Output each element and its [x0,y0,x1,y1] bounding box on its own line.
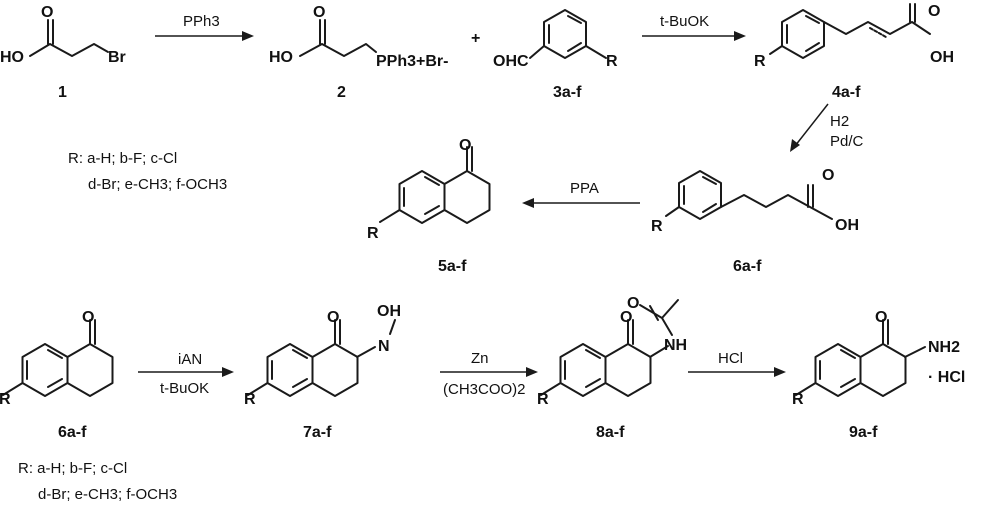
compound-label-6a-f: 5a-f [438,258,467,275]
atom-o: O [459,137,471,154]
atom-ho: HO [0,49,24,66]
atom-r: R [367,225,379,242]
atom-o: O [822,167,834,184]
compound-8-structure: O O NH R [537,295,687,408]
reagent-ian: iAN [178,351,202,368]
reagent-tbuok-2: t-BuOK [160,380,209,397]
atom-nh2: NH2 [928,339,960,356]
compound-label-7a-f: 7a-f [303,424,332,441]
reaction-arrow-5: iAN t-BuOK [138,351,234,397]
compound-label-8a-f: 8a-f [596,424,625,441]
atom-pph3br: PPh3+Br- [376,53,448,70]
atom-br: Br [108,49,126,66]
reagent-h2: H2 [830,113,849,130]
atom-r: R [537,391,549,408]
compound-3-structure: OHC R [493,9,618,70]
compound-9-structure: O NH2 · HCl R [792,309,965,408]
hcl-salt: · HCl [928,369,965,386]
substituent-note-line2-bottom: d-Br; e-CH3; f-OCH3 [38,486,177,503]
atom-o: O [327,309,339,326]
atom-r: R [792,391,804,408]
atom-o: O [620,309,632,326]
substituent-note-line1: R: a-H; b-F; c-Cl [68,150,177,167]
reagent-tbuok: t-BuOK [660,13,709,30]
atom-oh: OH [377,303,401,320]
compound-1-structure: O HO Br [0,4,126,66]
atom-o: O [313,4,325,21]
reaction-arrow-6: Zn (CH3COO)2 [440,350,538,398]
atom-ho: HO [269,49,293,66]
compound-label-9a-f: 9a-f [849,424,878,441]
compound-6-structure: O R [367,137,491,242]
reaction-arrow-1: PPh3 [155,13,254,41]
compound-2-structure: O HO PPh3+Br- [269,4,448,70]
reagent-pph3: PPh3 [183,13,220,30]
reaction-arrow-7: HCl [688,350,786,377]
compound-5-structure: O OH R [651,167,859,235]
atom-n: N [378,338,390,355]
atom-oh: OH [930,49,954,66]
atom-o: O [41,4,53,21]
substituent-note-line1-bottom: R: a-H; b-F; c-Cl [18,460,127,477]
atom-nh: NH [664,337,687,354]
plus-sign: + [471,30,480,47]
atom-r: R [651,218,663,235]
reaction-arrow-2: t-BuOK [642,13,746,41]
compound-label-5a-f: 6a-f [733,258,762,275]
reagent-ppa: PPA [570,180,599,197]
reagent-pdc: Pd/C [830,133,864,150]
atom-o: O [928,3,940,20]
atom-oh: OH [835,217,859,234]
compound-label-3a-f: 3a-f [553,84,582,101]
substituent-note-line2: d-Br; e-CH3; f-OCH3 [88,176,227,193]
compound-label-1: 1 [58,84,67,101]
atom-r: R [606,53,618,70]
atom-ohc: OHC [493,53,529,70]
compound-7-structure: O N OH R [244,303,401,408]
compound-4-structure: O OH R [754,3,954,70]
compound-label-6a-f-bottom: 6a-f [58,424,87,441]
compound-label-2: 2 [337,84,346,101]
atom-r: R [754,53,766,70]
compound-6-structure-bottom: O R [0,309,114,408]
reagent-hcl: HCl [718,350,743,367]
atom-r: R [0,391,11,408]
atom-o: O [82,309,94,326]
atom-o-acetyl: O [627,295,639,312]
compound-label-4a-f: 4a-f [832,84,861,101]
reagent-zn: Zn [471,350,489,367]
reagent-acetate: (CH3COO)2 [443,381,526,398]
reaction-arrow-3: H2 Pd/C [790,103,864,152]
atom-r: R [244,391,256,408]
reaction-arrow-4: PPA [522,180,640,208]
atom-o: O [875,309,887,326]
